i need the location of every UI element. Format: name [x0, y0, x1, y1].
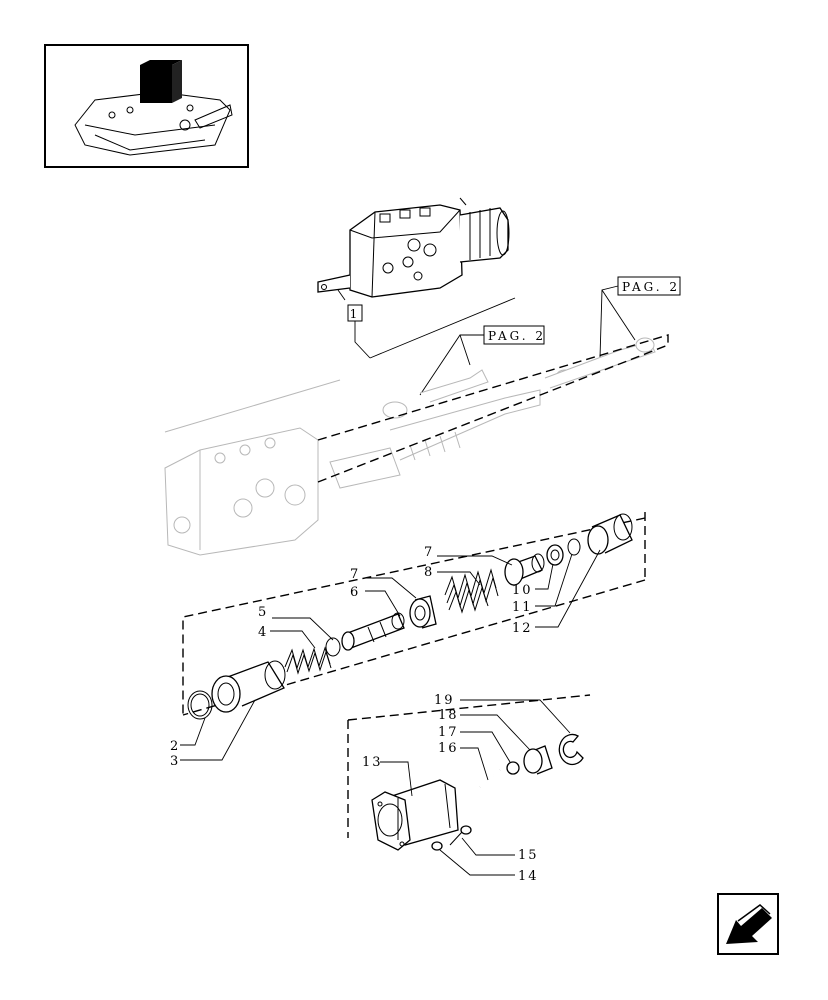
- part-4-spring: [284, 646, 332, 675]
- callout-8: 8: [424, 565, 434, 580]
- part-10-washer: [546, 544, 564, 566]
- ref-pag-a-text: PAG. 2: [488, 329, 546, 343]
- part-2-o-ring: [187, 690, 213, 720]
- part-6-spool: [341, 612, 405, 651]
- part-18-cap: [523, 745, 553, 775]
- ref-pag-b-label[interactable]: PAG. 2: [599, 276, 681, 359]
- callout-19: 19: [434, 693, 455, 708]
- part-12-cap: [587, 513, 633, 555]
- callout-7b: 7: [424, 545, 434, 560]
- callout-13: 13: [362, 755, 383, 770]
- previous-page-button[interactable]: [717, 893, 779, 955]
- ref-assembly-text: 1: [350, 307, 361, 321]
- callout-4: 4: [258, 625, 268, 640]
- callout-12: 12: [512, 621, 533, 636]
- callout-11: 11: [512, 600, 533, 615]
- part-14-washer: [431, 841, 443, 851]
- part-7-cap-b: [504, 553, 545, 586]
- callout-17: 17: [438, 725, 459, 740]
- dashed-exploded-frame: [182, 334, 669, 838]
- callout-16: 16: [438, 741, 459, 756]
- previous-page-arrow-icon: [726, 904, 772, 944]
- valve-assembly-top: [317, 197, 510, 298]
- part-16-pin: [479, 769, 501, 788]
- callout-3: 3: [170, 754, 180, 769]
- part-3-sleeve: [211, 660, 286, 713]
- ref-assembly-label[interactable]: 1: [337, 289, 516, 359]
- location-thumbnail[interactable]: [44, 44, 249, 168]
- callout-leaders: [180, 549, 601, 876]
- ref-pag-a-label[interactable]: PAG. 2: [419, 325, 546, 396]
- part-13-housing: [371, 779, 459, 851]
- callout-18: 18: [438, 708, 459, 723]
- callout-10: 10: [512, 583, 533, 598]
- part-5-o-ring: [325, 637, 341, 657]
- callout-5: 5: [258, 605, 268, 620]
- callout-7a: 7: [350, 567, 360, 582]
- part-8-spring: [444, 568, 499, 614]
- callout-2: 2: [170, 739, 180, 754]
- part-15-screw: [449, 825, 472, 846]
- callout-labels: 2 3 4 5 6 7 7 8 10 11 12 13 14 15 16 17 …: [170, 545, 539, 884]
- callout-15: 15: [518, 848, 539, 863]
- part-17-ball: [506, 761, 520, 775]
- tractor-lift-cover-thumbnail-icon: [74, 60, 233, 156]
- part-11-ring: [567, 538, 581, 556]
- part-19-circlip: [558, 733, 584, 766]
- ref-pag-b-text: PAG. 2: [622, 280, 680, 294]
- callout-6: 6: [350, 585, 360, 600]
- part-7-cap-a: [409, 595, 437, 629]
- callout-14: 14: [518, 869, 539, 884]
